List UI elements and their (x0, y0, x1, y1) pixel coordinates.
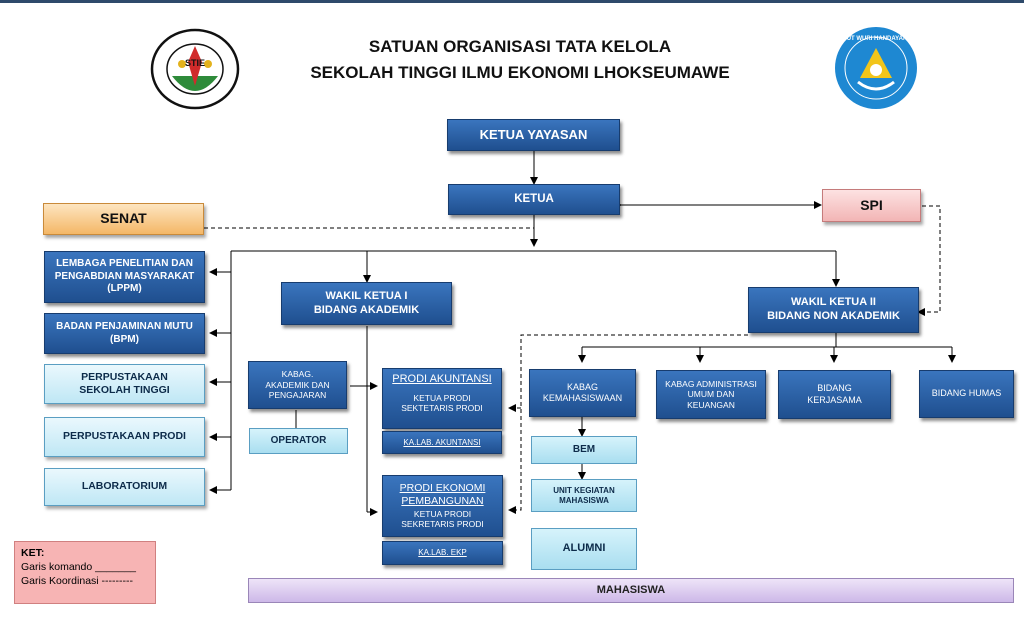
box-wakil-ketua-1: WAKIL KETUA I BIDANG AKADEMIK (281, 282, 452, 325)
box-lppm: LEMBAGA PENELITIAN DAN PENGABDIAN MASYAR… (44, 251, 205, 303)
box-perpustakaan-prodi: PERPUSTAKAAN PRODI (44, 417, 205, 457)
box-ketua-yayasan: KETUA YAYASAN (447, 119, 620, 151)
line-coordination-prodi-ekp (508, 334, 748, 514)
box-ketua: KETUA (448, 184, 620, 215)
box-senat: SENAT (43, 203, 204, 235)
legend: KET: Garis komando _______ Garis Koordin… (14, 541, 156, 604)
box-bidang-kerjasama: BIDANG KERJASAMA (778, 370, 891, 419)
top-border (0, 0, 1024, 3)
box-laboratorium: LABORATORIUM (44, 468, 205, 506)
logo-stie-center-text: STIE (184, 58, 205, 68)
box-unit-kegiatan-mahasiswa: UNIT KEGIATAN MAHASISWA (531, 479, 637, 512)
box-prodi-akuntansi: PRODI AKUNTANSI KETUA PRODI SEKTETARIS P… (382, 368, 502, 429)
legend-koordinasi: Garis Koordinasi --------- (21, 575, 134, 587)
box-kalab-ekp: KA.LAB. EKP (382, 541, 503, 565)
box-prodi-ekonomi-pembangunan: PRODI EKONOMI PEMBANGUNAN KETUA PRODI SE… (382, 475, 503, 537)
box-bpm: BADAN PENJAMINAN MUTU (BPM) (44, 313, 205, 354)
line-spi-wakil2 (917, 205, 941, 316)
legend-title: KET: (21, 547, 45, 559)
box-kabag-administrasi: KABAG ADMINISTRASI UMUM DAN KEUANGAN (656, 370, 766, 419)
title-line-1: SATUAN ORGANISASI TATA KELOLA (368, 37, 672, 56)
box-alumni: ALUMNI (531, 528, 637, 570)
logo-tut-wuri-text: TUT WURI HANDAYANI (843, 36, 909, 42)
box-kabag-kemahasiswaan: KABAG KEMAHASISWAAN (529, 369, 636, 417)
box-perpustakaan-sekolah-tinggi: PERPUSTAKAAN SEKOLAH TINGGI (44, 364, 205, 404)
box-mahasiswa: MAHASISWA (248, 578, 1014, 603)
box-wakil-ketua-2: WAKIL KETUA II BIDANG NON AKADEMIK (748, 287, 919, 333)
page-title: SATUAN ORGANISASI TATA KELOLA SEKOLAH TI… (240, 34, 800, 86)
box-operator: OPERATOR (249, 428, 348, 454)
box-bem: BEM (531, 436, 637, 464)
box-spi: SPI (822, 189, 921, 222)
box-kabag-akademik: KABAG. AKADEMIK DAN PENGAJARAN (248, 361, 347, 409)
logo-tut-wuri-handayani: TUT WURI HANDAYANI (834, 26, 918, 110)
legend-komando: Garis komando _______ (21, 561, 136, 573)
logo-stie: STIE (150, 28, 240, 110)
title-line-2: SEKOLAH TINGGI ILMU EKONOMI LHOKSEUMAWE (310, 63, 730, 82)
box-kalab-akuntansi: KA.LAB. AKUNTANSI (382, 431, 502, 454)
box-bidang-humas: BIDANG HUMAS (919, 370, 1014, 418)
prodi-akuntansi-title: PRODI AKUNTANSI (392, 373, 492, 385)
